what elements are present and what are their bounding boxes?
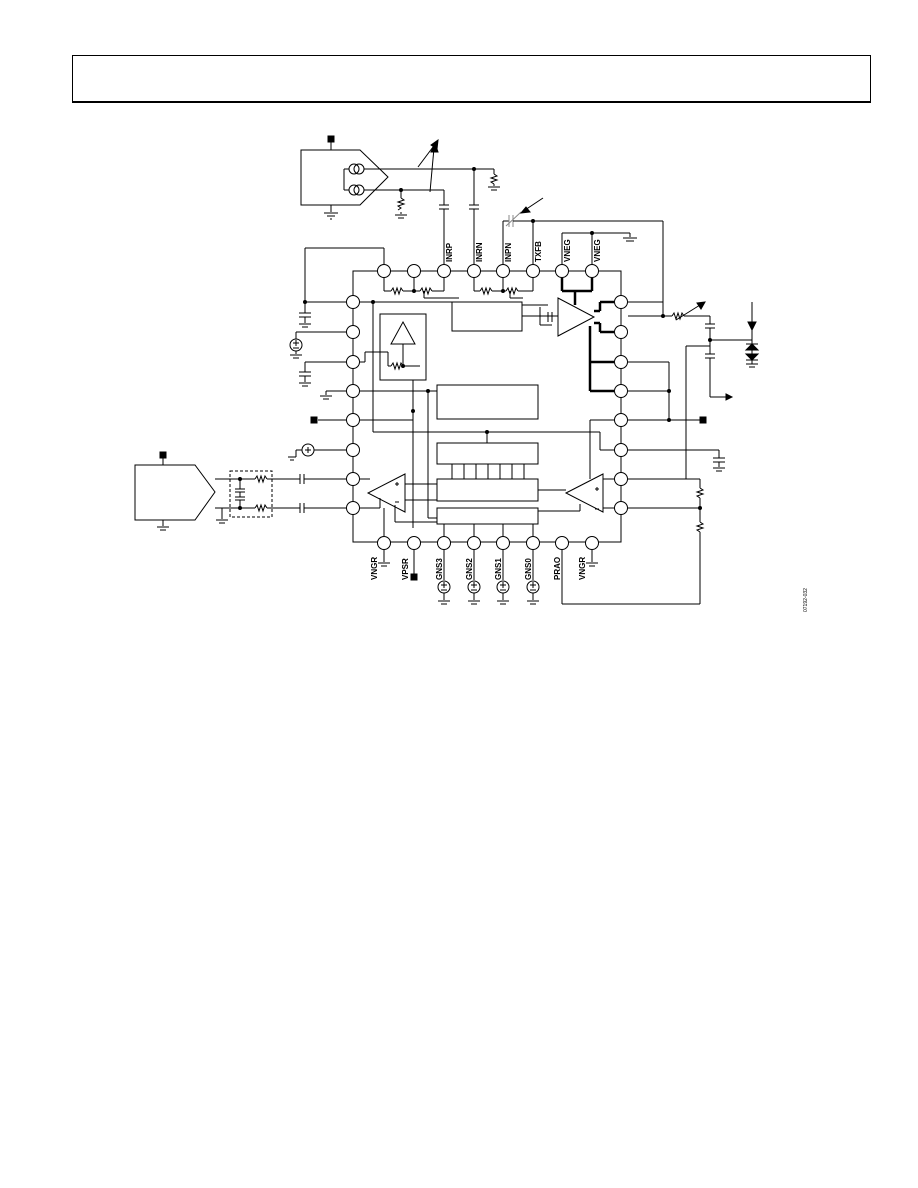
pin-left-6	[346, 443, 360, 457]
pin-vngr-1	[377, 536, 391, 550]
pin-vneg-2	[585, 264, 599, 278]
top-wiring	[304, 167, 664, 302]
pin-right-3	[614, 355, 628, 369]
pin-left-4	[346, 384, 360, 398]
label-gns3: GNS3	[435, 558, 444, 580]
pin-right-2	[614, 325, 628, 339]
label-gns1: GNS1	[494, 558, 503, 580]
bottom-wiring	[378, 524, 598, 581]
pin-gns1	[496, 536, 510, 550]
pin-gns2	[467, 536, 481, 550]
pin-vneg-1	[555, 264, 569, 278]
pin-right-4	[614, 384, 628, 398]
lower-transducer-block	[134, 451, 240, 531]
vga-amplifier-left	[360, 473, 437, 536]
pin-prao	[555, 536, 569, 550]
bias-block	[436, 384, 539, 420]
supply-symbols	[293, 340, 536, 591]
output-driver	[522, 278, 614, 393]
label-prao: PRAO	[553, 557, 562, 580]
amp-polarity-marks	[395, 482, 599, 510]
reference-buffer	[360, 300, 452, 528]
pin-vpsr	[407, 536, 421, 550]
left-pin-column	[346, 295, 360, 515]
label-txfb: TXFB	[534, 241, 543, 262]
gain-pin-supplies	[437, 580, 540, 605]
gain-interface-block	[436, 442, 539, 465]
top-pin-row	[377, 264, 599, 278]
top-pin-labels: INRP INRN INPN TXFB VNEG VNEG	[445, 239, 602, 262]
pin-gns0	[526, 536, 540, 550]
bottom-pin-labels: VNGR VPSR GNS3 GNS2 GNS1 GNS0 PRAO VNGR	[370, 557, 587, 580]
label-inrp: INRP	[445, 242, 454, 262]
preamp-control-block	[451, 301, 523, 332]
pin-top-1	[377, 264, 391, 278]
label-vneg-2: VNEG	[593, 239, 602, 262]
label-gns2: GNS2	[465, 558, 474, 580]
label-vneg-1: VNEG	[563, 239, 572, 262]
label-vngr-1: VNGR	[370, 557, 379, 580]
pin-right-8	[614, 501, 628, 515]
top-transducer-block	[300, 135, 474, 220]
ic-package-outline	[352, 270, 622, 543]
internal-blocks	[436, 301, 539, 525]
gain-register-block	[436, 478, 539, 502]
pin-left-7	[346, 472, 360, 486]
post-amplifier-right	[538, 473, 614, 513]
pin-left-8	[346, 501, 360, 515]
gain-decoder-block	[436, 507, 539, 525]
pin-right-1	[614, 295, 628, 309]
label-vngr-2: VNGR	[578, 557, 587, 580]
pin-inpn	[496, 264, 510, 278]
pin-inrp	[437, 264, 451, 278]
pin-top-2	[407, 264, 421, 278]
bottom-pin-row	[377, 536, 599, 550]
pin-gns3	[437, 536, 451, 550]
left-wiring	[288, 300, 346, 461]
right-wiring	[373, 301, 760, 605]
page-header-box	[72, 55, 871, 103]
pin-right-7	[614, 472, 628, 486]
right-pin-column	[614, 295, 628, 515]
pin-inrn	[467, 264, 481, 278]
signal-arrows	[417, 138, 439, 193]
pin-right-5	[614, 413, 628, 427]
label-inrn: INRN	[475, 242, 484, 262]
input-attenuator-ladder	[383, 278, 534, 299]
label-gns0: GNS0	[524, 558, 533, 580]
figure-id: 07192-032	[803, 588, 809, 612]
label-inpn: INPN	[504, 243, 513, 262]
pin-txfb	[526, 264, 540, 278]
pin-left-2	[346, 325, 360, 339]
label-vpsr: VPSR	[401, 558, 410, 580]
pin-right-6	[614, 443, 628, 457]
pin-left-3	[346, 355, 360, 369]
pin-vngr-2	[585, 536, 599, 550]
pin-left-1	[346, 295, 360, 309]
input-filter-network	[229, 470, 346, 518]
pin-left-5	[346, 413, 360, 427]
